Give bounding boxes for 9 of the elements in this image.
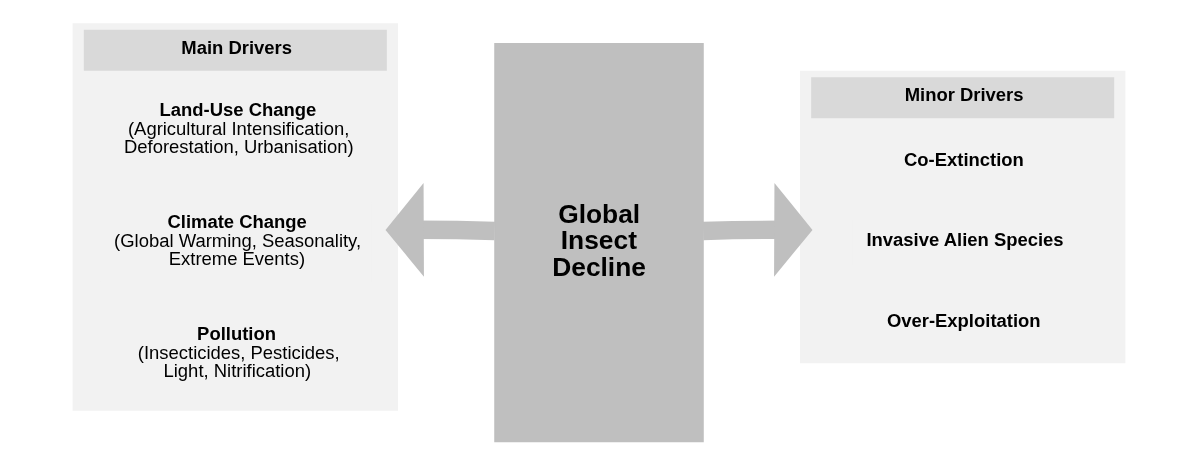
node-text: Climate Change (Global Warming, Seasonality, Extreme Events) bbox=[113, 211, 361, 270]
node-text: Invasive Alien Species bbox=[865, 229, 1064, 251]
arrow bbox=[385, 182, 495, 277]
node-text: Pollution (Insecticides, Pesticides, Light, Nitrification) bbox=[137, 323, 340, 382]
node-text: Co-Extinction bbox=[903, 148, 1024, 170]
node-text: Land-Use Change (Agricultural Intensification, Deforestation, Urbanisation) bbox=[123, 99, 354, 158]
node-text: Over-Exploitation bbox=[886, 309, 1041, 331]
node-box: Global Insect Decline bbox=[493, 43, 704, 443]
arrow bbox=[702, 182, 812, 277]
